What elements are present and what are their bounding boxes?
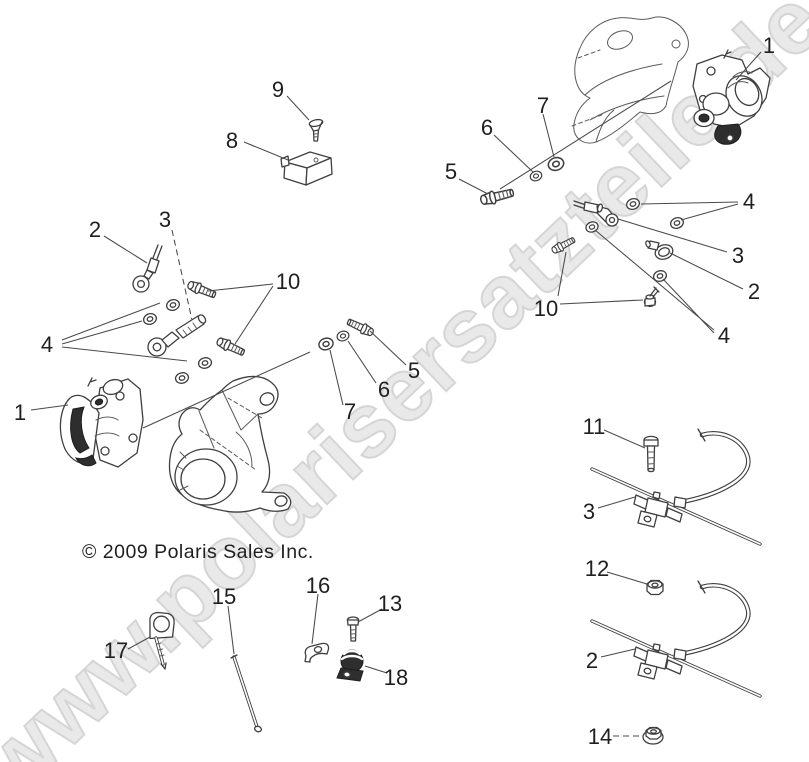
callout-7-mid: 7 bbox=[344, 399, 356, 424]
callout-15: 15 bbox=[212, 584, 236, 609]
callout-13: 13 bbox=[378, 591, 402, 616]
clamp-2-right-drawing bbox=[645, 240, 674, 260]
leader-3-line bbox=[597, 496, 636, 509]
callout-5-upper: 5 bbox=[445, 159, 457, 184]
callout-2-left: 2 bbox=[89, 217, 101, 242]
callout-11: 11 bbox=[583, 414, 606, 439]
leader-17 bbox=[127, 636, 151, 650]
callout-2-line: 2 bbox=[586, 648, 598, 673]
callout-7-upper: 7 bbox=[537, 93, 549, 118]
leader-lines bbox=[30, 51, 762, 737]
callout-10-right: 10 bbox=[534, 296, 558, 321]
washer-4b-right-drawing bbox=[668, 215, 686, 231]
p-clamp-18-drawing bbox=[336, 649, 364, 682]
washer-6-mid-drawing bbox=[335, 329, 351, 343]
leader-2-left bbox=[103, 235, 148, 264]
washer-7-mid-drawing bbox=[316, 335, 336, 353]
leader-5-mid bbox=[369, 330, 407, 366]
copyright-text: © 2009 Polaris Sales Inc. bbox=[82, 541, 314, 563]
leader-6-upper bbox=[493, 134, 534, 173]
bolt-10b-left-drawing bbox=[214, 334, 247, 359]
callout-4-right-upper: 4 bbox=[743, 189, 755, 214]
leader-1-upper bbox=[735, 51, 762, 81]
flange-nut-14-drawing bbox=[642, 726, 664, 745]
clamp-17-drawing bbox=[149, 611, 175, 670]
callout-17: 17 bbox=[104, 638, 128, 663]
leader-3-left bbox=[171, 229, 193, 321]
leader-12 bbox=[606, 571, 648, 585]
leader-7-upper bbox=[542, 113, 555, 158]
bolt-13-drawing bbox=[346, 616, 360, 642]
leader-8 bbox=[243, 141, 289, 161]
screw-9-drawing bbox=[308, 118, 324, 142]
callout-1-upper: 1 bbox=[763, 33, 775, 58]
leader-6-mid bbox=[347, 340, 377, 384]
leader-15 bbox=[227, 605, 235, 655]
leader-11 bbox=[603, 429, 646, 449]
bolt-5-right-drawing bbox=[478, 185, 516, 208]
callout-14: 14 bbox=[588, 724, 612, 749]
callout-18: 18 bbox=[384, 665, 408, 690]
callout-10-left: 10 bbox=[276, 269, 300, 294]
leader-4-right-lower bbox=[594, 229, 715, 334]
mount-block-8-drawing bbox=[280, 151, 333, 186]
leader-1-left bbox=[30, 404, 69, 411]
leader-13 bbox=[357, 608, 383, 623]
brake-line-2-drawing bbox=[592, 581, 760, 696]
caliper-left-drawing bbox=[59, 377, 144, 468]
callout-4-left: 4 bbox=[41, 332, 53, 357]
hose-fitting-2-left-drawing bbox=[132, 244, 163, 293]
hub-reference-drawing bbox=[571, 16, 689, 144]
leader-4-right-upper bbox=[640, 201, 739, 221]
bleeder-10-right-drawing bbox=[643, 286, 660, 308]
leader-7-mid bbox=[329, 349, 344, 406]
callout-3-line: 3 bbox=[583, 499, 595, 524]
bolt-5-mid-drawing bbox=[345, 316, 376, 339]
knuckle-bracket-drawing bbox=[168, 375, 292, 513]
callout-1-left: 1 bbox=[14, 400, 26, 425]
bolt-10a-left-drawing bbox=[185, 278, 218, 301]
leader-2-line bbox=[600, 648, 636, 658]
leader-10-left bbox=[207, 283, 274, 345]
callout-labels: 9 8 1 7 6 5 2 3 10 4 4 3 2 10 4 1 5 6 7 … bbox=[14, 33, 775, 749]
hose-fitting-right-drawing bbox=[573, 200, 619, 227]
brake-line-3-drawing bbox=[592, 429, 760, 544]
leader-plate-to-bracket bbox=[142, 351, 311, 429]
leader-4-left bbox=[61, 302, 188, 362]
leader-3-right bbox=[617, 218, 728, 253]
callout-3-right: 3 bbox=[732, 243, 744, 268]
callout-16: 16 bbox=[306, 573, 330, 598]
banjo-bolt-3-left-drawing bbox=[147, 314, 207, 357]
leader-16 bbox=[311, 593, 319, 645]
callout-4-right-lower: 4 bbox=[718, 323, 730, 348]
leader-9 bbox=[286, 95, 310, 121]
leader-5-upper bbox=[458, 178, 489, 195]
callout-9: 9 bbox=[272, 77, 284, 102]
rod-15-drawing bbox=[230, 654, 262, 733]
nut-12-drawing bbox=[646, 579, 664, 596]
leader-2-right bbox=[669, 252, 744, 290]
callout-12: 12 bbox=[585, 556, 609, 581]
callout-6-mid: 6 bbox=[378, 377, 390, 402]
callout-6-upper: 6 bbox=[481, 115, 493, 140]
caliper-right-drawing bbox=[692, 49, 771, 145]
leader-10-right bbox=[557, 251, 644, 305]
bolt-11-drawing bbox=[643, 435, 659, 473]
callout-5-mid: 5 bbox=[408, 358, 420, 383]
washer-6-right-drawing bbox=[528, 169, 544, 183]
leader-18 bbox=[364, 665, 388, 674]
callout-2-right: 2 bbox=[748, 279, 760, 304]
clamp-16-drawing bbox=[304, 642, 330, 663]
leader-washers-to-hub bbox=[499, 80, 672, 190]
callout-3-left: 3 bbox=[159, 207, 171, 232]
callout-8: 8 bbox=[226, 128, 238, 153]
